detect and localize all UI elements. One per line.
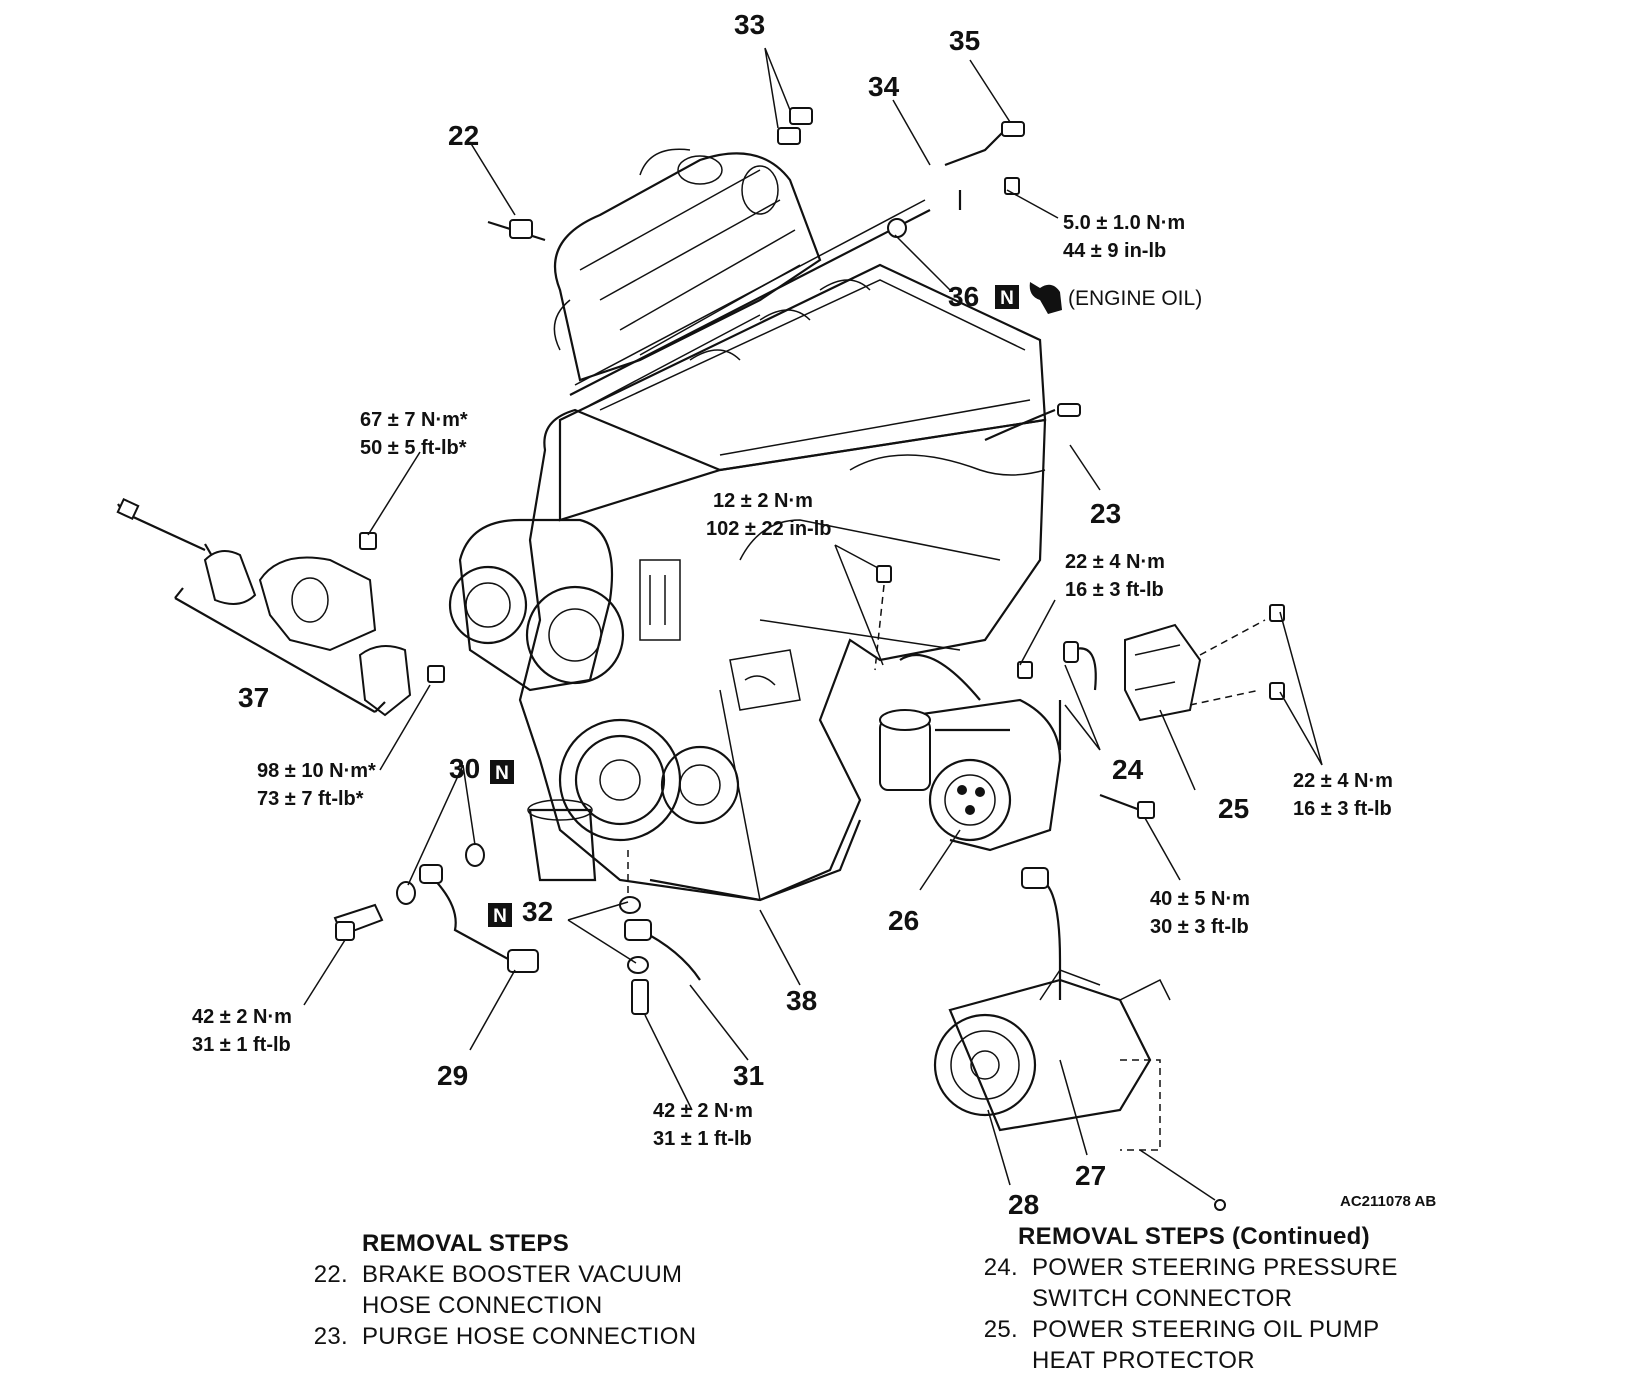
- new-part-badge-32: [488, 903, 512, 927]
- torque-37a-ftlb: 50 ± 5 ft-lb*: [360, 437, 467, 459]
- lube-oil-icon: [1029, 282, 1062, 314]
- step-text: PURGE HOSE CONNECTION: [362, 1323, 697, 1350]
- torque-37a-nm: 67 ± 7 N·m*: [360, 409, 468, 431]
- callout-31: 31: [733, 1060, 764, 1091]
- torque-29-ftlb: 31 ± 1 ft-lb: [192, 1034, 291, 1056]
- torque-mid-inlb: 102 ± 22 in-lb: [706, 518, 831, 540]
- torque-25-ftlb: 16 ± 3 ft-lb: [1293, 798, 1392, 820]
- removal-steps: REMOVAL STEPS 22. BRAKE BOOSTER VACUUM H…: [290, 1228, 750, 1352]
- step-item: 25. POWER STEERING OIL PUMP HEAT PROTECT…: [984, 1314, 1488, 1376]
- callout-25: 25: [1218, 793, 1249, 824]
- torque-31-ftlb: 31 ± 1 ft-lb: [653, 1128, 752, 1150]
- removal-steps-heading: REMOVAL STEPS: [362, 1230, 570, 1257]
- step-number: 23.: [313, 1323, 348, 1350]
- step-number: 22.: [313, 1261, 348, 1288]
- step-text: POWER STEERING OIL PUMP HEAT PROTECTOR: [1032, 1316, 1380, 1374]
- new-part-markers: N (ENGINE OIL) N N: [488, 282, 1202, 927]
- callout-27: 27: [1075, 1160, 1106, 1191]
- callout-33: 33: [734, 9, 765, 40]
- torque-29-nm: 42 ± 2 N·m: [192, 1006, 292, 1028]
- callout-34: 34: [868, 71, 900, 102]
- step-item: 22. BRAKE BOOSTER VACUUM HOSE CONNECTION: [290, 1259, 750, 1321]
- callout-32: 32: [522, 896, 553, 927]
- torque-mid-nm: 12 ± 2 N·m: [713, 490, 813, 512]
- new-part-badge-36: [995, 285, 1019, 309]
- torque-24-nm: 22 ± 4 N·m: [1065, 551, 1165, 573]
- new-part-mark-32: N: [493, 906, 507, 927]
- torque-24-ftlb: 16 ± 3 ft-lb: [1065, 579, 1164, 601]
- callout-29: 29: [437, 1060, 468, 1091]
- callout-23: 23: [1090, 498, 1121, 529]
- heat-protector-illustration: [1124, 604, 1285, 722]
- callout-28: 28: [1008, 1189, 1039, 1220]
- torque-35-nm: 5.0 ± 1.0 N·m: [1063, 212, 1185, 234]
- step-text: BRAKE BOOSTER VACUUM HOSE CONNECTION: [362, 1261, 683, 1319]
- torque-37b-ftlb: 73 ± 7 ft-lb*: [257, 788, 364, 810]
- callout-38: 38: [786, 985, 817, 1016]
- callout-37: 37: [238, 682, 269, 713]
- step-item: 23. PURGE HOSE CONNECTION: [290, 1321, 750, 1352]
- lube-note-engine-oil: (ENGINE OIL): [1068, 287, 1202, 310]
- removal-steps-continued: REMOVAL STEPS (Continued) 24. POWER STEE…: [984, 1221, 1488, 1376]
- step-item: 24. POWER STEERING PRESSURE SWITCH CONNE…: [984, 1252, 1488, 1314]
- power-steering-pump-illustration: [879, 653, 1062, 1000]
- leader-lines: [303, 47, 1323, 1186]
- misc-fasteners: [333, 107, 1155, 1015]
- torque-31-nm: 42 ± 2 N·m: [653, 1100, 753, 1122]
- torque-37b-nm: 98 ± 10 N·m*: [257, 760, 376, 782]
- new-part-badge-30: [490, 760, 514, 784]
- ac-compressor-illustration: [933, 969, 1226, 1211]
- torque-40-nm: 40 ± 5 N·m: [1150, 888, 1250, 910]
- engine-mount-illustration: [116, 497, 445, 717]
- callout-24: 24: [1112, 754, 1144, 785]
- callout-26: 26: [888, 905, 919, 936]
- removal-steps-continued-heading: REMOVAL STEPS (Continued): [1018, 1223, 1370, 1250]
- figure-id: AC211078 AB: [1340, 1193, 1436, 1210]
- torque-35-inlb: 44 ± 9 in-lb: [1063, 240, 1166, 262]
- callout-22: 22: [448, 120, 479, 151]
- step-number: 25.: [983, 1316, 1018, 1343]
- engine-block-illustration: [448, 148, 1047, 902]
- torque-25-nm: 22 ± 4 N·m: [1293, 770, 1393, 792]
- callout-35: 35: [949, 25, 980, 56]
- callout-30: 30: [449, 753, 480, 784]
- step-number: 24.: [983, 1254, 1018, 1281]
- torque-specifications: 5.0 ± 1.0 N·m 44 ± 9 in-lb 67 ± 7 N·m* 5…: [192, 212, 1393, 1150]
- callout-numbers: 22 33 34 35 36 23 37 30 32 24 25 26 38 2…: [238, 9, 1249, 1220]
- new-part-mark-36: N: [1000, 288, 1014, 309]
- callout-36: 36: [948, 281, 979, 312]
- torque-40-ftlb: 30 ± 3 ft-lb: [1150, 916, 1249, 938]
- new-part-mark-30: N: [495, 763, 509, 784]
- step-text: POWER STEERING PRESSURE SWITCH CONNECTOR: [1032, 1254, 1398, 1312]
